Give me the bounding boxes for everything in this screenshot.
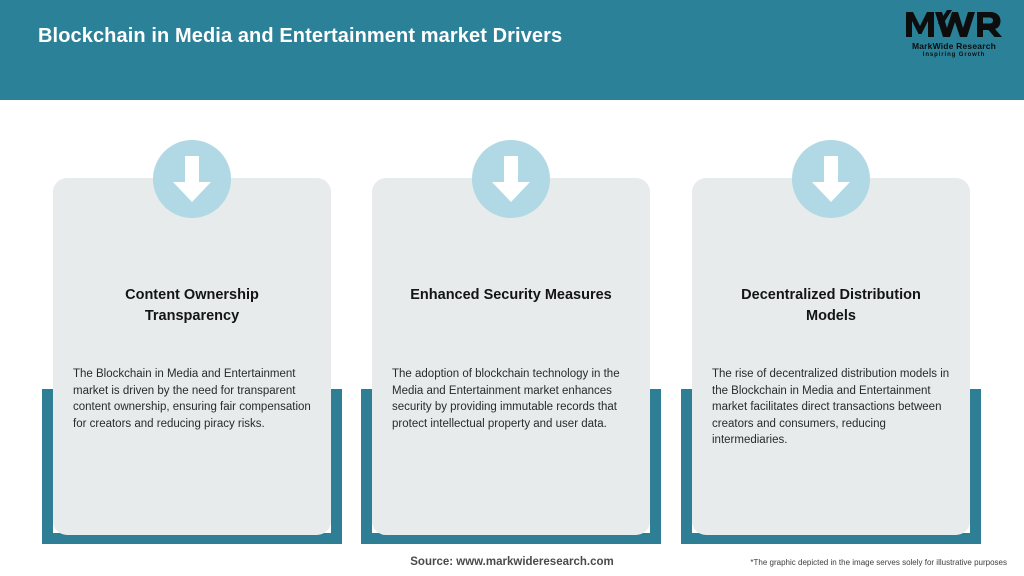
card-body: Content Ownership Transparency The Block…: [53, 178, 331, 535]
page-title: Blockchain in Media and Entertainment ma…: [38, 25, 563, 47]
card-frame-bottom: [42, 533, 342, 544]
driver-card-1: Content Ownership Transparency The Block…: [42, 140, 342, 544]
card-frame-left: [361, 389, 372, 544]
logo-company-name: MarkWide Research: [911, 41, 997, 51]
footer-disclaimer: *The graphic depicted in the image serve…: [750, 558, 1007, 567]
arrow-down-icon: [153, 140, 231, 218]
card-title: Enhanced Security Measures: [410, 287, 612, 303]
card-frame-left: [681, 389, 692, 544]
card-description: The adoption of blockchain technology in…: [392, 368, 620, 430]
card-description: The Blockchain in Media and Entertainmen…: [73, 368, 311, 430]
mwr-logo-icon: [906, 10, 1002, 37]
arrow-down-icon: [472, 140, 550, 218]
driver-card-3: Decentralized Distribution Models The ri…: [681, 140, 981, 544]
brand-logo: MarkWide Research Inspiring Growth: [902, 8, 1006, 66]
card-frame-bottom: [681, 533, 981, 544]
driver-card-2: Enhanced Security Measures The adoption …: [361, 140, 661, 544]
footer-source: Source: www.markwideresearch.com: [410, 556, 614, 568]
card-body: Decentralized Distribution Models The ri…: [692, 178, 970, 535]
card-frame-left: [42, 389, 53, 544]
card-frame-right: [970, 389, 981, 544]
card-frame-right: [650, 389, 661, 544]
card-frame-bottom: [361, 533, 661, 544]
logo-tagline: Inspiring Growth: [922, 52, 986, 58]
header-bar: Blockchain in Media and Entertainment ma…: [0, 0, 1024, 100]
card-title: Decentralized Distribution Models: [741, 287, 921, 324]
card-description: The rise of decentralized distribution m…: [712, 368, 950, 446]
card-body: Enhanced Security Measures The adoption …: [372, 178, 650, 535]
card-frame-right: [331, 389, 342, 544]
card-title: Content Ownership Transparency: [125, 287, 259, 324]
arrow-down-icon: [792, 140, 870, 218]
